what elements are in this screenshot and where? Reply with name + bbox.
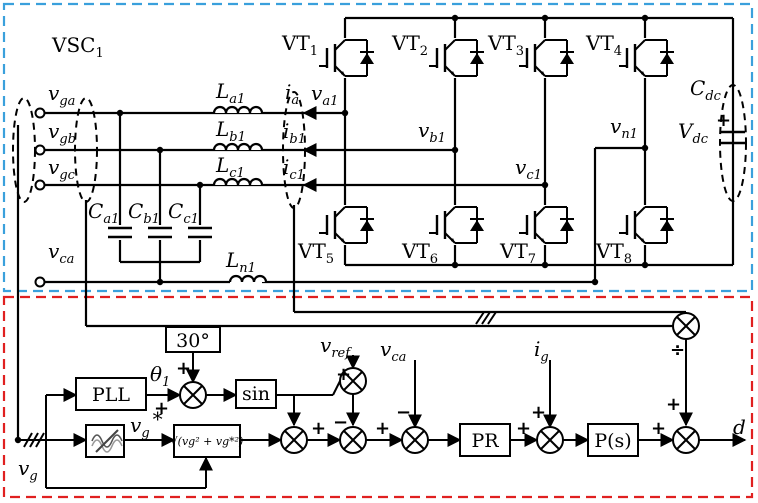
label-vc1: vc1 xyxy=(515,155,542,183)
label-vga: vga xyxy=(48,81,75,109)
label-vgb: vgb xyxy=(48,119,76,147)
ps-label: P(s) xyxy=(594,430,631,452)
label-cb1: Cb1 xyxy=(128,199,160,227)
svg-text:−: − xyxy=(396,402,411,423)
label-vg-star: vg* xyxy=(130,407,163,441)
pr-controller-block xyxy=(459,423,511,457)
label-vref: vref xyxy=(320,333,352,361)
label-ca1: Ca1 xyxy=(88,199,119,227)
summing-junction-5 xyxy=(401,426,429,454)
label-vt8: VT8 xyxy=(595,239,632,267)
label-ib1: ib1 xyxy=(283,119,306,147)
converter-title: VSC1 xyxy=(51,33,104,61)
label-va1: va1 xyxy=(311,81,338,109)
label-vgc: vgc xyxy=(48,155,76,183)
igbt-switch-2 xyxy=(429,38,484,78)
control-labels: θ1 vref vca ig vg* vg d xyxy=(18,333,746,484)
summing-junction-1 xyxy=(179,381,207,409)
label-vdc: Vdc xyxy=(678,119,709,147)
svg-text:+: + xyxy=(531,402,546,423)
power-stage-border xyxy=(2,2,754,293)
label-lb1: Lb1 xyxy=(215,117,246,145)
label-la1: La1 xyxy=(215,79,245,107)
svg-text:+: + xyxy=(375,418,390,439)
igbt-switch-1 xyxy=(319,38,374,78)
igbt-switch-8 xyxy=(619,205,674,245)
svg-text:+: + xyxy=(651,418,666,439)
label-vt2: VT2 xyxy=(391,31,428,59)
sin-block xyxy=(235,379,277,409)
switch-labels: VT1 VT2 VT3 VT4 VT5 VT6 VT7 VT8 xyxy=(281,31,632,267)
phase-shift-block xyxy=(165,326,221,353)
dc-plus-sign: + xyxy=(716,110,731,131)
igbt-switch-4 xyxy=(619,38,674,78)
pr-label: PR xyxy=(471,430,499,452)
pll-block xyxy=(75,377,147,411)
rms-block xyxy=(173,424,241,458)
label-ic1: ic1 xyxy=(283,155,305,183)
control-stage-border xyxy=(2,295,754,499)
svg-text:+: + xyxy=(666,394,681,415)
summing-junction-3 xyxy=(280,426,308,454)
label-ia: ia xyxy=(285,80,299,108)
control-wiring xyxy=(18,312,747,489)
svg-text:−: − xyxy=(333,412,348,433)
filter-capacitors xyxy=(108,226,212,239)
label-cc1: Cc1 xyxy=(168,199,199,227)
label-vb1: vb1 xyxy=(418,118,446,146)
svg-text:+: + xyxy=(516,418,531,439)
svg-text:+: + xyxy=(176,358,191,379)
svg-text:+: + xyxy=(154,398,169,419)
grid-terminals xyxy=(34,107,46,288)
summing-signs: + + + + − + − + + + + ÷ xyxy=(154,340,685,439)
pll-label: PLL xyxy=(92,384,130,406)
svg-text:+: + xyxy=(311,418,326,439)
current-arrows xyxy=(302,106,320,192)
label-vg-in: vg xyxy=(18,456,38,484)
rms-label: √(vg² + vg*²) xyxy=(171,435,244,448)
dc-sense-ellipse xyxy=(719,84,747,202)
label-theta: θ1 xyxy=(150,362,170,390)
summing-junction-8 xyxy=(672,312,700,340)
control-blocks xyxy=(75,326,639,458)
summing-junction-6 xyxy=(536,426,564,454)
svg-text:+: + xyxy=(336,364,351,385)
igbt-switch-5 xyxy=(319,205,374,245)
label-ln1: Ln1 xyxy=(225,248,256,276)
power-labels: vga vgb vgc vca La1 Lb1 Lc1 Ln1 Ca1 Cb1 … xyxy=(48,76,722,276)
label-vn1: vn1 xyxy=(610,114,638,142)
label-lc1: Lc1 xyxy=(215,153,245,181)
sin-label: sin xyxy=(242,383,270,405)
summing-junction-7 xyxy=(672,426,700,454)
summing-junction-4 xyxy=(339,426,367,454)
block-labels: PLL 30° sin √(vg² + vg*²) PR P(s) xyxy=(92,330,632,452)
label-vt6: VT6 xyxy=(401,239,438,267)
label-vt4: VT4 xyxy=(585,31,622,59)
igbt-switch-7 xyxy=(519,205,574,245)
bus-markers xyxy=(23,311,497,448)
label-ig: ig xyxy=(534,337,549,365)
label-vca-left: vca xyxy=(48,239,74,267)
svg-text:÷: ÷ xyxy=(670,340,685,361)
dc-capacitor xyxy=(721,130,745,145)
junction-dots xyxy=(14,14,649,444)
label-d: d xyxy=(733,415,746,439)
label-vt5: VT5 xyxy=(297,239,334,267)
igbt-switches xyxy=(319,38,674,245)
summing-junctions xyxy=(179,312,700,454)
label-vca-ctrl: vca xyxy=(380,337,406,365)
label-vt1: VT1 xyxy=(281,31,318,59)
label-vt3: VT3 xyxy=(487,31,524,59)
igbt-switch-3 xyxy=(519,38,574,78)
inductors xyxy=(212,105,268,283)
igbt-switch-6 xyxy=(429,205,484,245)
ps-block xyxy=(587,423,639,457)
label-cdc: Cdc xyxy=(690,76,722,104)
summing-junction-2 xyxy=(339,367,367,395)
phase-label: 30° xyxy=(176,330,210,352)
waveform-icon xyxy=(91,429,123,453)
label-vt7: VT7 xyxy=(499,239,536,267)
